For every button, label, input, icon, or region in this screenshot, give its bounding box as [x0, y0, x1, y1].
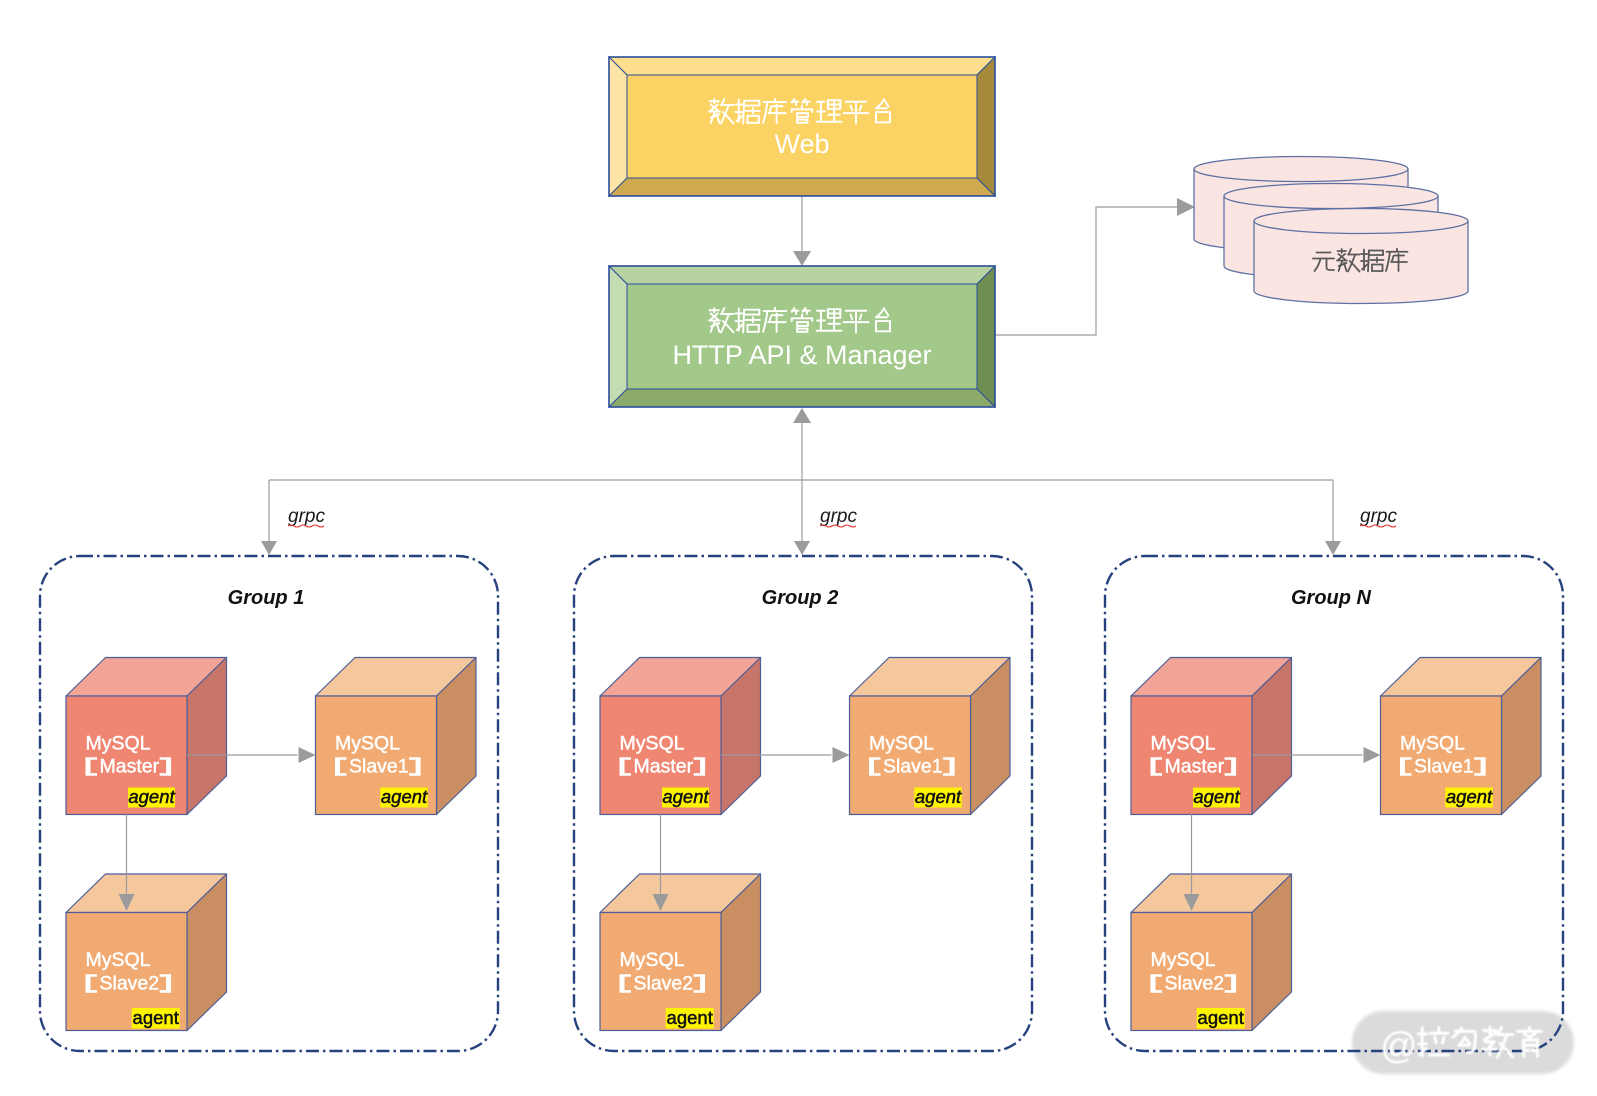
- svg-text:grpc: grpc: [820, 506, 857, 527]
- svg-text:MySQL: MySQL: [869, 733, 934, 755]
- svg-text:agent: agent: [1198, 1007, 1244, 1028]
- svg-text:MySQL: MySQL: [1151, 949, 1216, 971]
- svg-text:Group N: Group N: [1291, 587, 1372, 609]
- svg-text:MySQL: MySQL: [1151, 733, 1216, 755]
- svg-text:MySQL: MySQL: [620, 949, 685, 971]
- svg-text:@: @: [1380, 1025, 1418, 1066]
- svg-text:Slave1: Slave1: [349, 756, 409, 778]
- svg-text:agent: agent: [381, 786, 428, 807]
- svg-text:MySQL: MySQL: [86, 949, 151, 971]
- svg-text:MySQL: MySQL: [620, 733, 685, 755]
- svg-text:Slave2: Slave2: [1165, 973, 1225, 995]
- svg-text:Slave2: Slave2: [100, 973, 160, 995]
- svg-text:Master: Master: [100, 756, 160, 778]
- svg-text:HTTP API & Manager: HTTP API & Manager: [672, 340, 931, 370]
- svg-text:agent: agent: [128, 786, 175, 807]
- svg-text:Group 1: Group 1: [228, 587, 305, 609]
- svg-text:agent: agent: [1193, 786, 1240, 807]
- svg-text:MySQL: MySQL: [335, 733, 400, 755]
- svg-text:Slave1: Slave1: [1414, 756, 1474, 778]
- svg-text:Master: Master: [1165, 756, 1225, 778]
- svg-text:Master: Master: [634, 756, 694, 778]
- svg-text:agent: agent: [662, 786, 709, 807]
- svg-text:grpc: grpc: [1360, 506, 1397, 527]
- svg-text:Slave2: Slave2: [634, 973, 694, 995]
- svg-text:grpc: grpc: [288, 506, 325, 527]
- svg-text:agent: agent: [667, 1007, 713, 1028]
- svg-text:agent: agent: [133, 1007, 179, 1028]
- svg-text:agent: agent: [915, 786, 962, 807]
- svg-text:agent: agent: [1446, 786, 1493, 807]
- svg-text:Slave1: Slave1: [883, 756, 943, 778]
- svg-text:Group 2: Group 2: [762, 587, 839, 609]
- svg-text:MySQL: MySQL: [86, 733, 151, 755]
- svg-text:MySQL: MySQL: [1400, 733, 1465, 755]
- svg-text:Web: Web: [774, 129, 829, 159]
